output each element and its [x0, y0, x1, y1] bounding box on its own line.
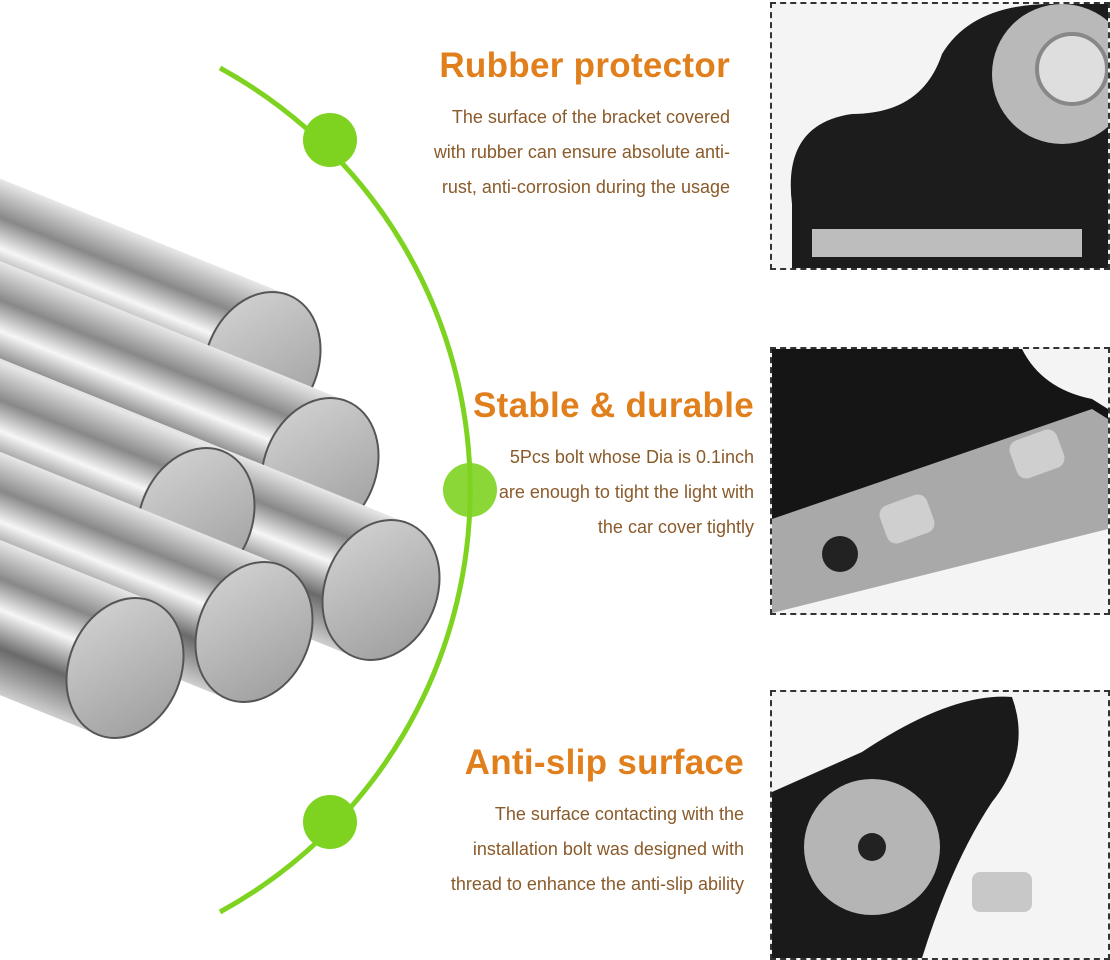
feature-text: The surface of the bracket covered	[451, 107, 730, 127]
feature-text: The surface contacting with the	[494, 804, 744, 824]
feature-title: Stable & durable	[473, 386, 754, 425]
feature-text: rust, anti-corrosion during the usage	[441, 177, 730, 197]
feature-text: installation bolt was designed with	[472, 839, 744, 859]
feature-text: the car cover tightly	[597, 517, 754, 537]
photo-bolts	[770, 347, 1110, 615]
feature-text: thread to enhance the anti-slip ability	[450, 874, 744, 894]
steel-rod	[0, 413, 185, 739]
feature-text: 5Pcs bolt whose Dia is 0.1inch	[509, 447, 754, 467]
feature-text: with rubber can ensure absolute anti-	[433, 142, 730, 162]
feature-title: Rubber protector	[439, 46, 730, 85]
feature-title: Anti-slip surface	[464, 743, 744, 782]
feature-anti-slip: Anti-slip surface The surface contacting…	[451, 743, 744, 902]
feature-rubber-protector: Rubber protector The surface of the brac…	[434, 46, 730, 205]
feature-text: are enough to tight the light with	[498, 482, 754, 502]
feature-stable-durable: Stable & durable 5Pcs bolt whose Dia is …	[473, 386, 754, 545]
photo-anti-slip-surface	[770, 690, 1110, 960]
photo-rubber-bracket	[770, 2, 1110, 270]
green-dot	[303, 113, 357, 167]
green-dot	[443, 463, 497, 517]
green-dot	[303, 795, 357, 849]
